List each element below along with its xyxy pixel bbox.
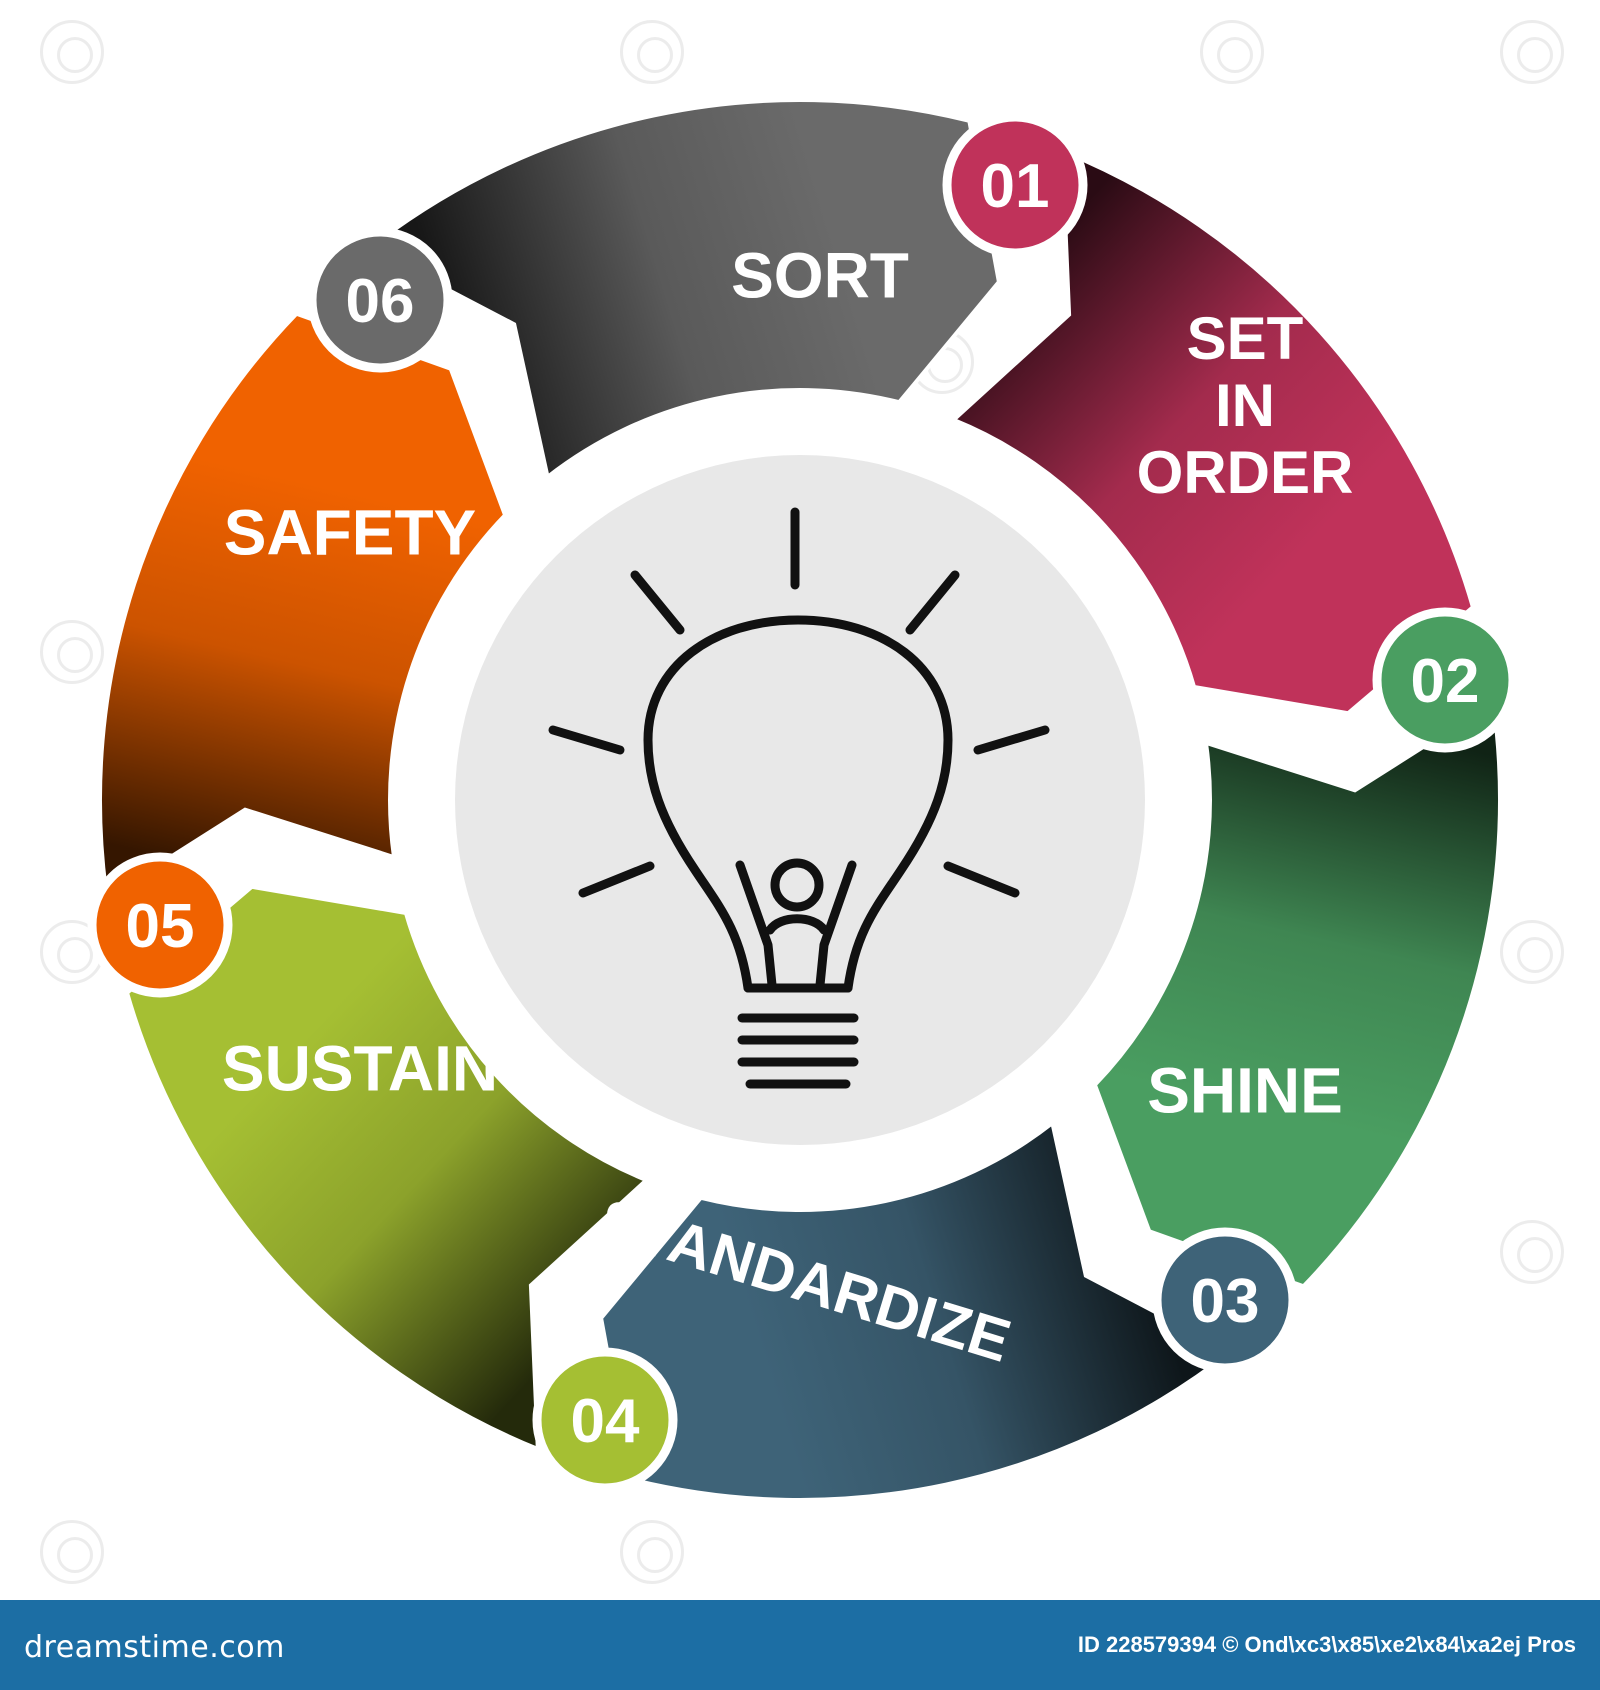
- segment-label-line: SET: [1187, 305, 1304, 372]
- footer-image-id: ID 228579394 © Ond\xc3\x85\xe2\x84\xa2ej…: [1077, 1632, 1576, 1657]
- step-number: 05: [126, 892, 195, 961]
- watermark-swirl-icon: [40, 20, 104, 84]
- step-number: 02: [1411, 647, 1480, 716]
- watermark-swirl-icon: [620, 20, 684, 84]
- segment-05: [98, 311, 508, 901]
- segment-label-line: SAFETY: [224, 496, 476, 568]
- step-badge-05: 05: [87, 852, 233, 998]
- step-badge-01: 01: [942, 112, 1088, 258]
- footer-bar: dreamstime.com ID 228579394 © Ond\xc3\x8…: [0, 1600, 1600, 1690]
- center-disc: [455, 455, 1145, 1145]
- segment-01: [949, 147, 1476, 716]
- segment-06: [365, 98, 1002, 481]
- step-number: 03: [1191, 1267, 1260, 1336]
- lightbulb-person-icon: [548, 507, 1050, 1089]
- watermark-swirl-icon: [1500, 920, 1564, 984]
- segment-label-06: SAFETY: [224, 496, 476, 568]
- step-badge-03: 03: [1152, 1227, 1298, 1373]
- segment-label-line: ORDER: [1137, 439, 1354, 506]
- step-number: 01: [981, 152, 1050, 221]
- segment-label-05: SUSTAIN: [222, 1032, 498, 1104]
- segment-04: [124, 884, 651, 1453]
- footer-brand: dreamstime.com: [24, 1630, 285, 1665]
- segment-label-line: SORT: [731, 239, 909, 311]
- watermark-swirl-icon: [1500, 20, 1564, 84]
- step-badge-04: 04: [532, 1347, 678, 1493]
- step-number: 06: [346, 267, 415, 336]
- segment-label-line: SHINE: [1147, 1054, 1343, 1126]
- watermark-swirl-icon: [620, 1520, 684, 1584]
- segment-label-line: IN: [1215, 372, 1275, 439]
- segment-label-line: SUSTAIN: [222, 1032, 498, 1104]
- watermark-swirl-icon: [40, 1520, 104, 1584]
- watermark-swirl-icon: [1500, 1220, 1564, 1284]
- center-hub: [425, 425, 1175, 1175]
- badges-layer: 01 02 03 04 05 06: [87, 112, 1518, 1493]
- segment-label-01: SORT: [731, 239, 909, 311]
- segment-label-03: SHINE: [1147, 1054, 1343, 1126]
- segments-layer: [98, 98, 1502, 1502]
- step-badge-06: 06: [307, 227, 453, 373]
- watermark-swirl-icon: [40, 620, 104, 684]
- step-number: 04: [571, 1387, 640, 1456]
- step-badge-02: 02: [1372, 607, 1518, 753]
- segment-02: [1092, 699, 1502, 1289]
- watermark-swirl-icon: [1200, 20, 1264, 84]
